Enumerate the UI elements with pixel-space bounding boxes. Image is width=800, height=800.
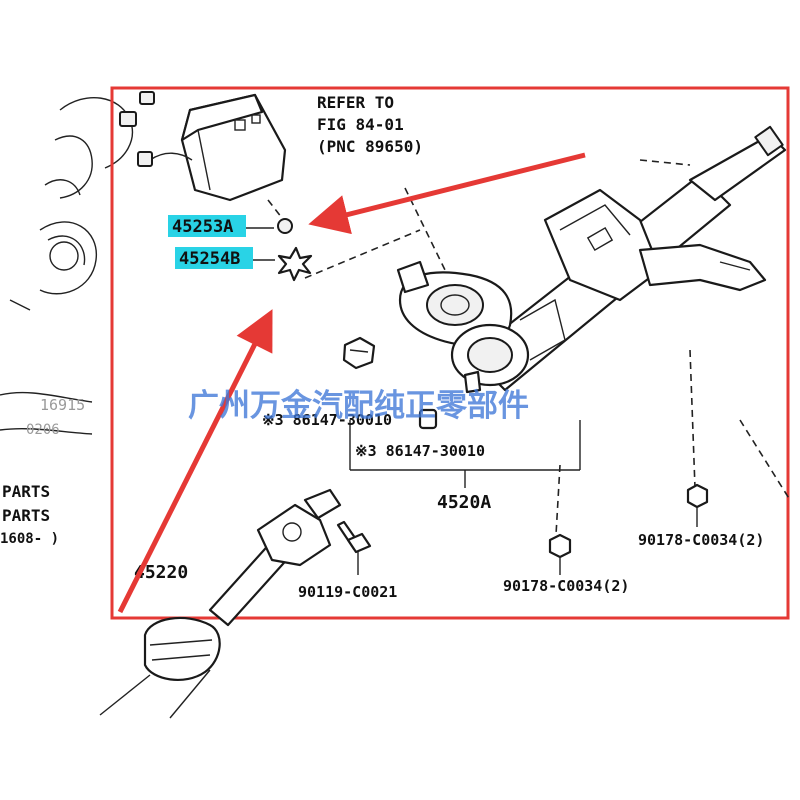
left-parts-text-1: PARTS: [2, 482, 50, 501]
combination-switch-part: [137, 93, 287, 202]
nut-90178-right-part: [686, 483, 709, 527]
label-4520a[interactable]: 4520A: [437, 492, 491, 513]
note-86147-lower[interactable]: ※3 86147-30010: [355, 442, 485, 460]
left-date-text: 1608- ): [0, 531, 59, 547]
label-90119[interactable]: 90119-C0021: [298, 583, 397, 601]
steering-column-assembly: [396, 125, 787, 394]
watermark-text: 广州万金汽配纯正零部件: [188, 388, 529, 424]
left-parts-text-2: PARTS: [2, 506, 50, 525]
part-45253a-clip: [277, 218, 293, 234]
refer-note-line3: (PNC 89650): [317, 137, 423, 156]
label-90178-center[interactable]: 90178-C0034(2): [503, 577, 629, 595]
mounting-bolt-mid: [418, 408, 438, 430]
label-90178-right[interactable]: 90178-C0034(2): [638, 531, 764, 549]
left-code-1: 16915: [40, 396, 85, 414]
part-45254b-star: [277, 246, 313, 282]
note-86147-upper[interactable]: ※3 86147-30010: [262, 411, 392, 429]
refer-note-line2: FIG 84-01: [317, 115, 404, 134]
mounting-bolt-left: [342, 336, 376, 370]
label-45254b[interactable]: 45254B: [179, 249, 240, 269]
red-highlight-frame: [110, 86, 790, 620]
refer-note-line1: REFER TO: [317, 93, 394, 112]
highlight-45253a: [168, 215, 246, 237]
red-arrow-icon: [117, 309, 273, 614]
left-partial-artwork: [0, 91, 155, 435]
nut-90178-center-part: [548, 533, 572, 575]
label-45220[interactable]: 45220: [134, 562, 188, 583]
left-code-2: 0206: [26, 422, 60, 438]
intermediate-shaft-45220: [99, 488, 342, 719]
red-arrow-icon: [308, 152, 586, 235]
label-45253a[interactable]: 45253A: [172, 217, 233, 237]
bolt-90119-part: [336, 520, 372, 575]
highlight-45254b: [175, 247, 253, 269]
